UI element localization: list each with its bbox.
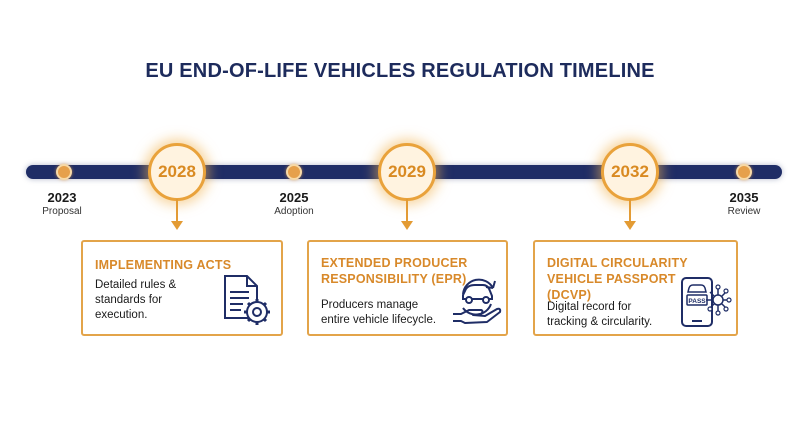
pass-text: PASS xyxy=(688,298,706,305)
arrow-2028 xyxy=(176,199,178,223)
arrow-2032 xyxy=(629,199,631,223)
card-body: Producers manage entire vehicle lifecycl… xyxy=(321,299,437,326)
year-label-2035: 2035 xyxy=(729,190,759,205)
document-gear-icon xyxy=(224,275,270,325)
card-epr: EXTENDED PRODUCER RESPONSIBILITY (EPR) P… xyxy=(307,240,508,336)
milestone-2029: 2029 xyxy=(378,143,436,201)
timeline-dot-2023 xyxy=(56,164,72,180)
milestone-year-2032: 2032 xyxy=(611,162,649,181)
arrow-head-2028 xyxy=(171,221,183,230)
milestone-2028: 2028 xyxy=(148,143,206,201)
phone-passport-icon: PASS xyxy=(681,277,732,327)
card-implementing-acts: IMPLEMENTING ACTS Detailed rules & stand… xyxy=(81,240,283,336)
card-title: EXTENDED PRODUCER RESPONSIBILITY (EPR) xyxy=(321,256,468,286)
arrow-head-2029 xyxy=(401,221,413,230)
card-title: DIGITAL CIRCULARITY VEHICLE PASSPORT (DC… xyxy=(547,256,688,302)
arrow-head-2032 xyxy=(624,221,636,230)
card-body: Detailed rules & standards for execution… xyxy=(95,279,177,321)
card-title: IMPLEMENTING ACTS xyxy=(95,258,232,272)
timeline-dot-2025 xyxy=(286,164,302,180)
page-title: EU END-OF-LIFE VEHICLES REGULATION TIMEL… xyxy=(145,60,655,82)
timeline-dot-2035 xyxy=(736,164,752,180)
milestone-2032: 2032 xyxy=(601,143,659,201)
year-label-2025: 2025 xyxy=(279,190,309,205)
milestone-year-2029: 2029 xyxy=(388,162,426,181)
year-label-2023: 2023 xyxy=(47,190,77,205)
phase-label-review: Review xyxy=(727,206,761,217)
card-dcvp: DIGITAL CIRCULARITY VEHICLE PASSPORT (DC… xyxy=(533,240,738,336)
hand-car-cycle-icon xyxy=(453,278,502,324)
arrow-2029 xyxy=(406,199,408,223)
milestone-year-2028: 2028 xyxy=(158,162,196,181)
phase-label-proposal: Proposal xyxy=(42,206,82,217)
phase-label-adoption: Adoption xyxy=(274,206,314,217)
card-body: Digital record for tracking & circularit… xyxy=(547,301,653,328)
